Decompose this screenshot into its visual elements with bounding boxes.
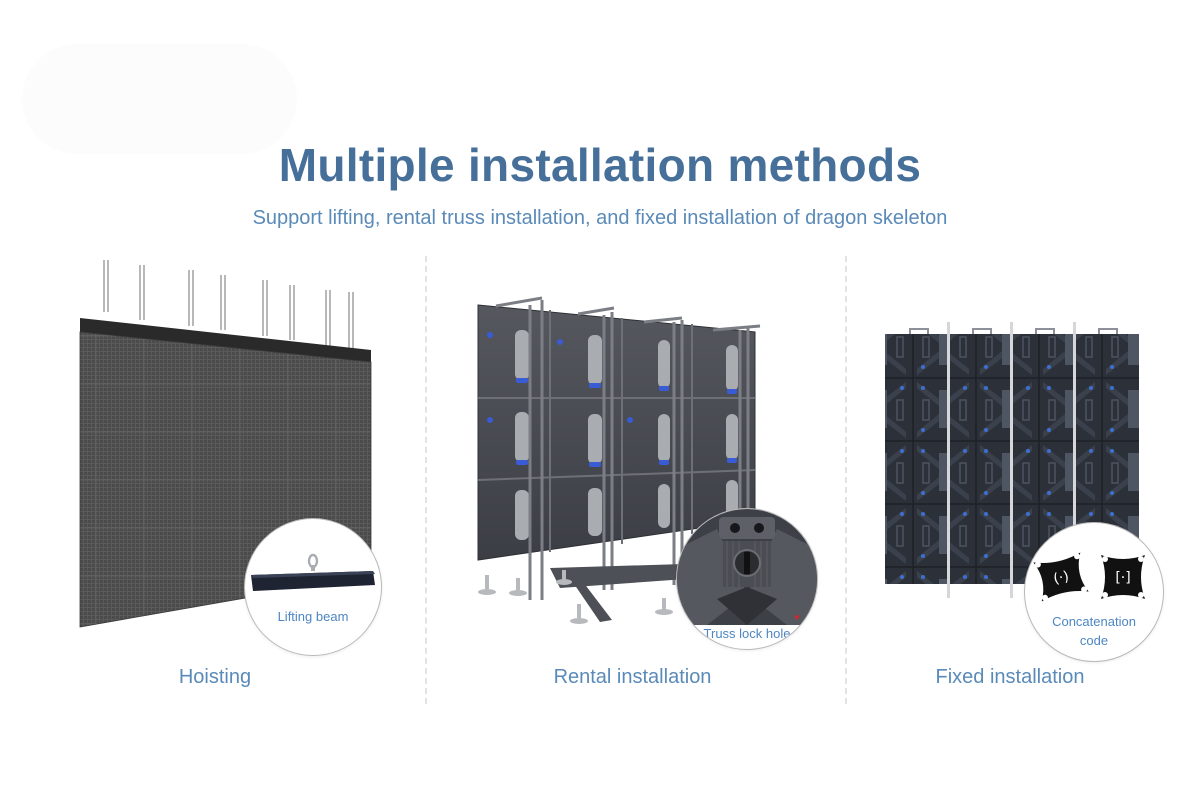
truss-uprights — [495, 296, 761, 600]
section-hoisting: Lifting beam Hoisting — [0, 0, 420, 800]
callout-truss-lock-hole: Truss lock hole — [676, 508, 818, 650]
leveling-feet — [478, 570, 673, 624]
caption-hoisting: Hoisting — [178, 666, 252, 688]
callout-label-line-1: Concatenation — [1052, 614, 1136, 629]
caption-fixed-installation: Fixed installation — [935, 666, 1085, 688]
callout-label-truss-lock-hole: Truss lock hole — [703, 626, 791, 641]
keel-bars — [947, 322, 1076, 598]
callout-label-line-2: code — [1079, 633, 1109, 648]
page-subtitle: Support lifting, rental truss installati… — [252, 207, 948, 229]
connecting-plates-icon: (·) [·] — [1033, 552, 1145, 602]
callout-label-concatenation-code: Concatenation code — [1025, 612, 1163, 650]
cabinet-grid — [477, 304, 756, 561]
page-title: Multiple installation methods — [278, 139, 922, 191]
callout-label-lifting-beam: Lifting beam — [277, 609, 349, 624]
lifting-beam-icon — [251, 553, 375, 591]
rental-truss-image — [477, 296, 761, 624]
section-rental: Truss lock hole Rental installation — [430, 0, 840, 800]
callout-concatenation-code: (·) [·] Concatenation code — [1024, 522, 1164, 662]
hanging-rods — [103, 260, 354, 350]
svg-text:(·): (·) — [1052, 569, 1070, 588]
section-divider-1 — [425, 256, 427, 704]
faded-logo-watermark — [22, 44, 297, 154]
cabinet-handles — [909, 328, 1118, 336]
top-lifting-beam — [80, 318, 371, 362]
section-divider-2 — [845, 256, 847, 704]
section-fixed: (·) [·] Concatenation code Fixed install… — [850, 0, 1200, 800]
svg-text:[·]: [·] — [1115, 570, 1130, 586]
callout-lifting-beam: Lifting beam — [244, 518, 382, 656]
caption-rental-installation: Rental installation — [553, 666, 712, 688]
truss-lock-hole-icon — [677, 509, 817, 625]
